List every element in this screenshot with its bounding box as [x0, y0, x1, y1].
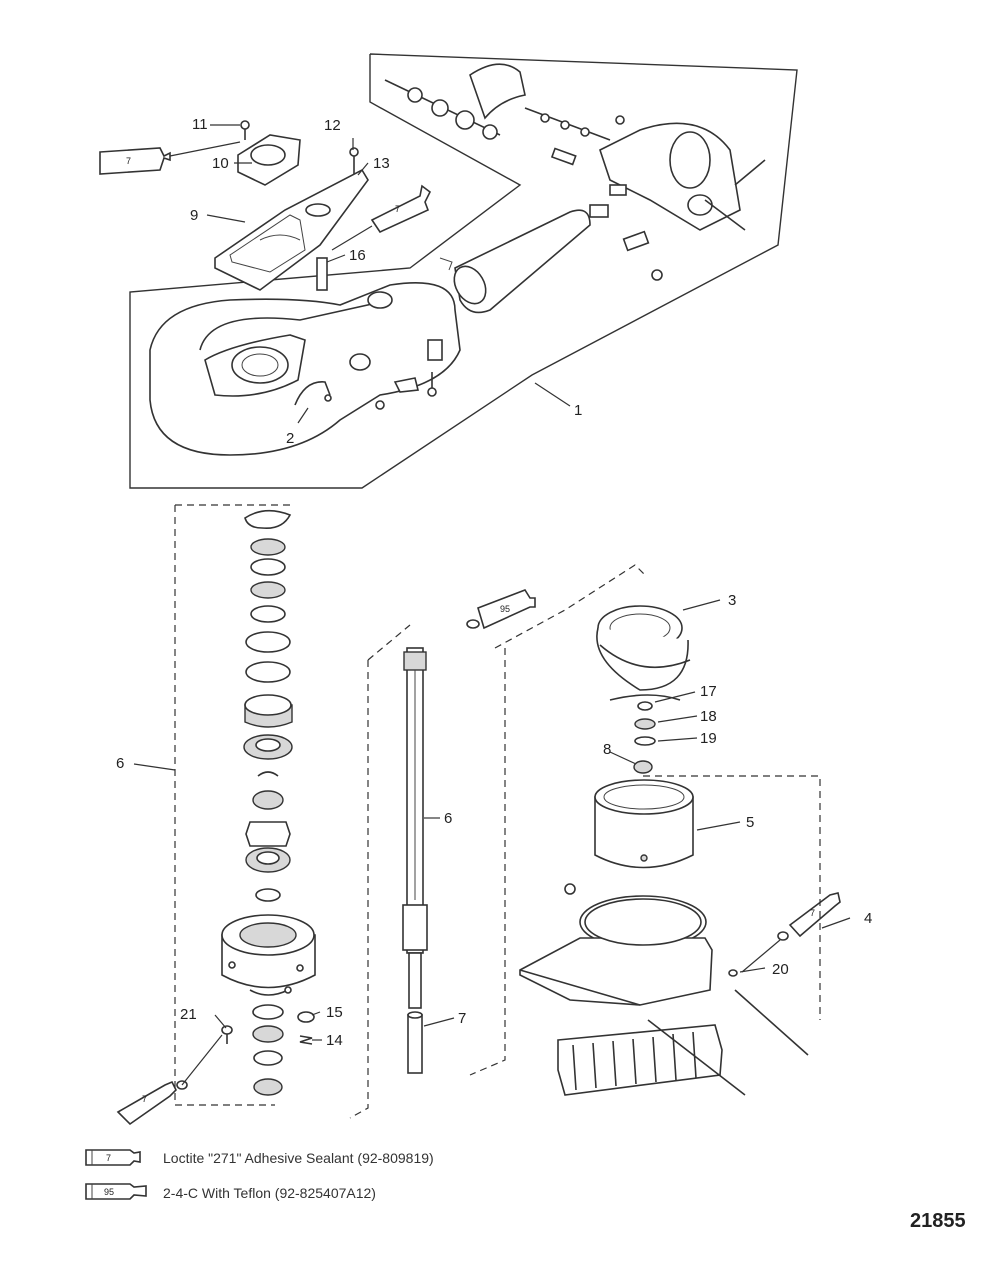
callout-6-left: 6: [116, 755, 124, 772]
left-dashed-frame: [174, 504, 290, 1106]
legend-tube-label: 7: [106, 1153, 111, 1163]
callout-4: 4: [864, 910, 872, 927]
sealant-tube-7-right: 7: [741, 892, 841, 973]
legend-item-95: 95 2-4-C With Teflon (92-825407A12): [85, 1183, 376, 1201]
exhaust-tube-cover: [439, 209, 591, 314]
callout-17: 17: [700, 683, 717, 700]
callout-10: 10: [212, 155, 229, 172]
legend-text: 2-4-C With Teflon (92-825407A12): [163, 1185, 376, 1201]
part-5-liner: [594, 779, 694, 869]
callout-20: 20: [772, 961, 789, 978]
tube-label: 7: [142, 1094, 147, 1104]
sealant-tube-7-lower-left: 7: [116, 1034, 223, 1126]
callout-6-shaft: 6: [444, 810, 452, 827]
callout-9: 9: [190, 207, 198, 224]
part-11-screw: [240, 120, 250, 140]
tube-label: 7: [810, 908, 815, 918]
part-3-impeller: [596, 605, 691, 701]
part-14-spring: [299, 1035, 313, 1045]
sealant-tube-95: 95: [466, 589, 536, 630]
legend-item-7: 7 Loctite "271" Adhesive Sealant (92-809…: [85, 1149, 434, 1166]
callout-8: 8: [603, 741, 611, 758]
part-21-screw: [221, 1025, 233, 1044]
right-dashed-frame: [494, 564, 821, 1020]
figure-number: 21855: [910, 1210, 966, 1232]
tube-label: 7: [395, 204, 400, 214]
callout-14: 14: [326, 1032, 343, 1049]
part-18-washer: [634, 718, 656, 730]
part-1-pump-housing: [149, 282, 461, 456]
callout-5: 5: [746, 814, 754, 831]
leader-lines: [133, 124, 851, 1041]
part-15-cap: [297, 1011, 315, 1023]
part-10-flange: [237, 134, 301, 186]
callout-18: 18: [700, 708, 717, 725]
bearing-housing: [221, 914, 316, 996]
part-8-nut: [633, 760, 653, 774]
sealant-tube-7-upper-right: 7: [331, 184, 432, 251]
callout-3: 3: [728, 592, 736, 609]
callout-16: 16: [349, 247, 366, 264]
part-7-sleeve: [407, 1011, 423, 1074]
callout-13: 13: [373, 155, 390, 172]
center-dashed-frame: [349, 624, 506, 1119]
intake-grate: [557, 989, 809, 1096]
callout-12: 12: [324, 117, 341, 134]
part-4-pump-housing: [519, 883, 713, 1006]
part-19-ring: [634, 736, 656, 746]
tube-label: 7: [126, 156, 131, 166]
legend-tube-label: 95: [104, 1187, 114, 1197]
callout-1: 1: [574, 402, 582, 419]
bearing-stack: [243, 509, 293, 902]
part-20-screw: [728, 969, 738, 977]
part-9-plate: [214, 168, 369, 291]
callout-7: 7: [458, 1010, 466, 1027]
legend: 7 Loctite "271" Adhesive Sealant (92-809…: [85, 1149, 434, 1201]
callout-labels: 11 10 12 13 9 16 1 2 6 6 3 17 18 19 8 5 …: [116, 116, 872, 1049]
legend-text: Loctite "271" Adhesive Sealant (92-80981…: [163, 1150, 434, 1166]
upper-assembly-frame: [129, 53, 798, 489]
part-17-washer: [637, 701, 653, 711]
part-6-drive-shaft: [402, 647, 428, 1009]
callout-15: 15: [326, 1004, 343, 1021]
callout-11: 11: [192, 116, 208, 133]
callout-19: 19: [700, 730, 717, 747]
callout-21: 21: [180, 1006, 197, 1023]
part-16-stud: [316, 257, 328, 291]
steering-linkage-assembly: [384, 63, 766, 281]
lower-seal-stack: [252, 1004, 284, 1096]
tube-label: 95: [500, 604, 510, 614]
callout-2: 2: [286, 430, 294, 447]
sealant-tube-7-upper-left: 7: [99, 141, 241, 175]
